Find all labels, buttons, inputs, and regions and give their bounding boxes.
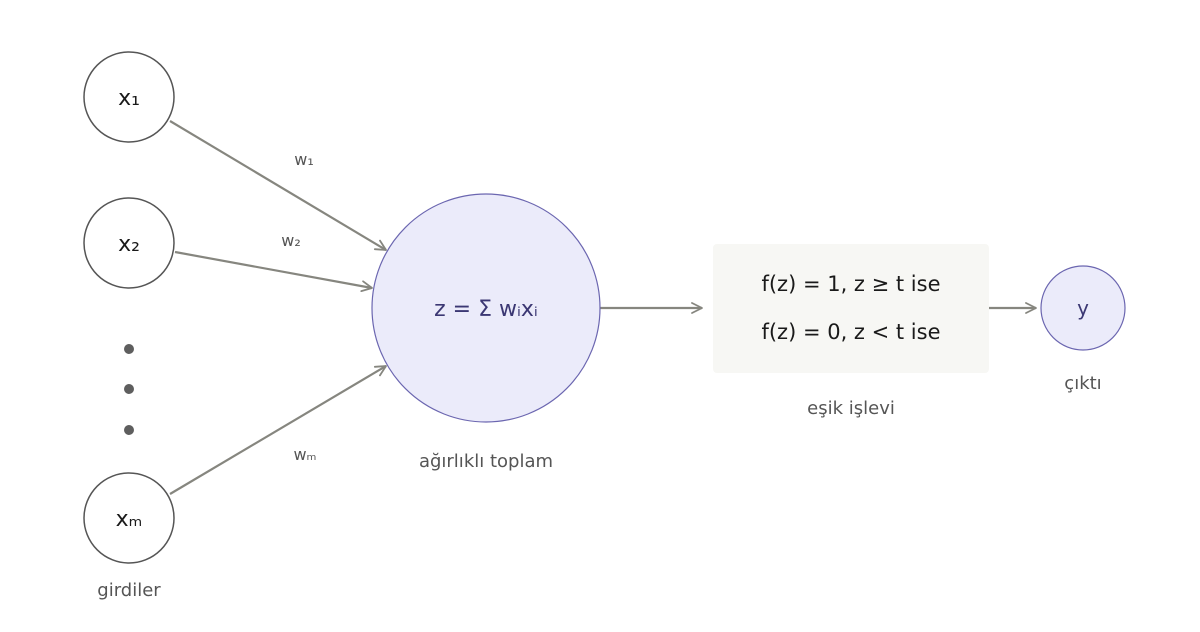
weighted-sum-formula: z = Σ wᵢxᵢ: [434, 297, 538, 322]
edge-x2-to-sum: [174, 250, 373, 293]
weight-label-wm: wₘ: [293, 445, 316, 464]
input-label-xm: xₘ: [116, 507, 143, 532]
ellipsis-dots: [124, 344, 134, 435]
input-node-x1: x₁: [83, 51, 175, 143]
input-label-x1: x₁: [118, 86, 140, 111]
weight-label-w2: w₂: [281, 231, 301, 250]
input-node-x2: x₂: [83, 197, 175, 289]
input-label-x2: x₂: [118, 232, 140, 257]
inputs-caption: girdiler: [97, 580, 161, 601]
edge-xm-to-sum: [169, 365, 387, 495]
weighted-sum-node: z = Σ wᵢxᵢ: [371, 193, 601, 423]
input-node-xm: xₘ: [83, 472, 175, 564]
threshold-line-2: f(z) = 0, z < t ise: [761, 320, 940, 344]
edge-x1-to-sum: [169, 120, 387, 251]
output-node: y: [1040, 265, 1126, 351]
weighted-sum-caption: ağırlıklı toplam: [419, 451, 553, 472]
output-label: y: [1077, 296, 1089, 320]
threshold-caption: eşik işlevi: [807, 398, 895, 419]
threshold-line-1: f(z) = 1, z ≥ t ise: [761, 272, 940, 296]
threshold-function-box: f(z) = 1, z ≥ t ise f(z) = 0, z < t ise: [713, 244, 989, 373]
output-caption: çıktı: [1064, 373, 1101, 394]
weight-label-w1: w₁: [294, 150, 314, 169]
